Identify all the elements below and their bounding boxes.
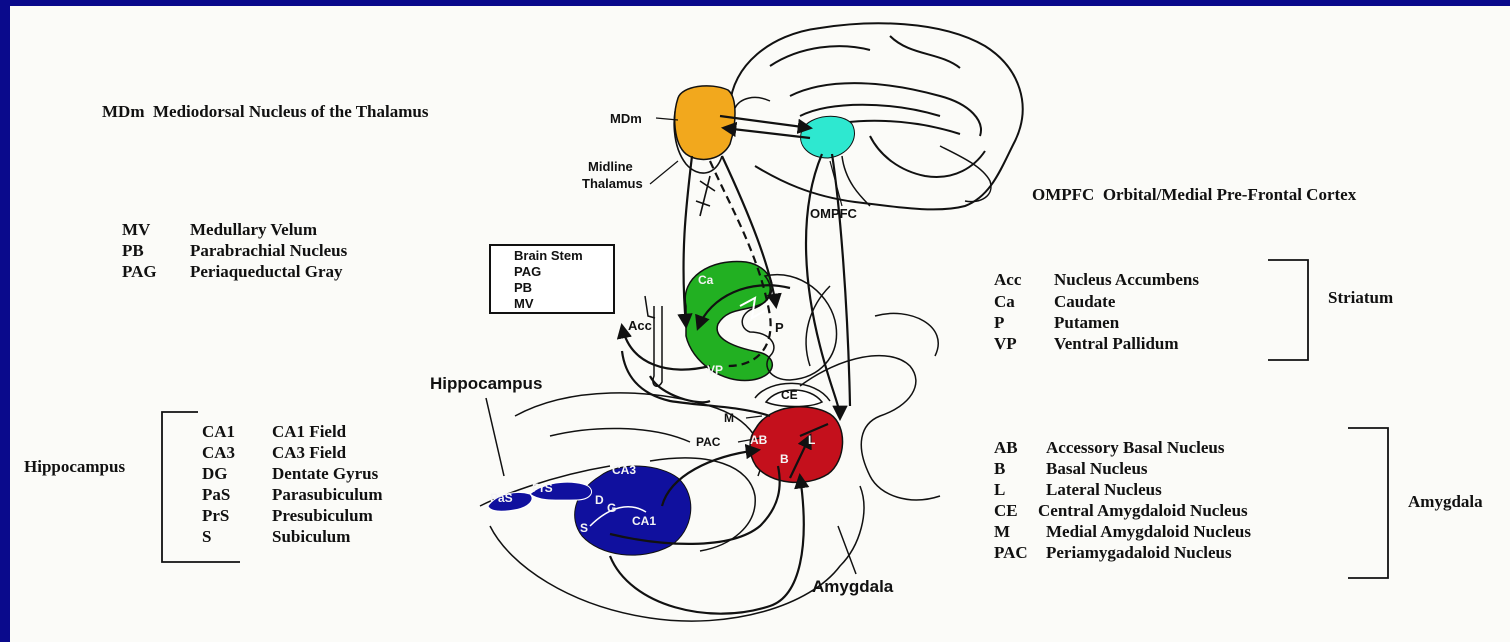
label-brainstem-1: Brain Stem [514,248,583,263]
label-hippocampus: Hippocampus [430,374,542,393]
label-b: B [780,452,789,466]
legend-full: Ventral Pallidum [1054,334,1179,354]
label-ab: AB [750,433,768,447]
legend-full: CA3 Field [272,443,346,463]
label-p: P [775,320,784,335]
legend-full: Lateral Nucleus [1046,480,1162,500]
mdm-legend-full: Mediodorsal Nucleus of the Thalamus [153,102,429,121]
mdm-legend-abbr: MDm [102,102,144,121]
ompfc-legend: OMPFC Orbital/Medial Pre-Frontal Cortex [1032,185,1356,205]
legend-full: CA1 Field [272,422,346,442]
legend-abbr: M [994,522,1010,542]
label-amygdala: Amygdala [812,577,894,596]
legend-abbr: B [994,459,1005,479]
legend-abbr: PAG [122,262,157,282]
legend-abbr: CA1 [202,422,235,442]
label-s: S [580,521,588,535]
legend-full: Basal Nucleus [1046,459,1148,479]
legend-abbr: VP [994,334,1017,354]
mdm-legend: MDm Mediodorsal Nucleus of the Thalamus [102,102,428,122]
legend-full: Putamen [1054,313,1119,333]
legend-abbr: L [994,480,1005,500]
legend-full: Nucleus Accumbens [1054,270,1199,290]
legend-full: Medial Amygdaloid Nucleus [1046,522,1251,542]
legend-abbr: CA3 [202,443,235,463]
legend-abbr: P [994,313,1004,333]
legend-abbr: AB [994,438,1018,458]
legend-abbr: MV [122,220,150,240]
legend-abbr: PaS [202,485,230,505]
legend-full: Periaqueductal Gray [190,262,343,282]
legend-abbr: S [202,527,211,547]
mdm-region [675,86,735,160]
legend-abbr: DG [202,464,228,484]
ompfc-legend-full: Orbital/Medial Pre-Frontal Cortex [1103,185,1356,204]
legend-full: Parabrachial Nucleus [190,241,347,261]
label-brainstem-2: PAG [514,264,541,279]
legend-abbr: Acc [994,270,1021,290]
label-pac: PAC [696,435,721,449]
label-midline-2: Thalamus [582,176,643,191]
label-ompfc: OMPFC [810,206,858,221]
label-ca: Ca [698,273,714,287]
legend-abbr: PrS [202,506,229,526]
amygdala-legend-title: Amygdala [1408,492,1483,512]
legend-full: Dentate Gyrus [272,464,378,484]
label-pas: PaS [490,491,513,505]
label-brainstem-3: PB [514,280,532,295]
label-brainstem-4: MV [514,296,534,311]
label-ca3: CA3 [612,463,636,477]
legend-abbr: PAC [994,543,1028,563]
label-m: M [724,411,734,425]
label-vp: VP [707,363,723,377]
sagittal-brain-outline [730,23,1023,209]
legend-full: Subiculum [272,527,350,547]
legend-full: Central Amygdaloid Nucleus [1038,501,1248,521]
label-prs: PrS [532,481,553,495]
label-dg-d: D [595,493,604,507]
label-dg-g: G [607,501,616,515]
legend-full: Medullary Velum [190,220,317,240]
legend-full: Parasubiculum [272,485,383,505]
legend-full: Caudate [1054,292,1115,312]
slide-canvas: MDm Midline Thalamus OMPFC Acc P CE M PA… [10,6,1510,642]
label-mdm: MDm [610,111,642,126]
label-ca1: CA1 [632,514,656,528]
legend-full: Periamygadaloid Nucleus [1046,543,1232,563]
label-ce: CE [781,388,798,402]
ompfc-legend-abbr: OMPFC [1032,185,1094,204]
legend-abbr: Ca [994,292,1015,312]
striatum-legend-title: Striatum [1328,288,1393,308]
hippocampus-legend-title: Hippocampus [24,457,125,477]
hippocampus-region [575,466,691,555]
legend-abbr: PB [122,241,144,261]
label-acc: Acc [628,318,652,333]
label-l: L [808,433,815,447]
legend-full: Accessory Basal Nucleus [1046,438,1224,458]
label-midline-1: Midline [588,159,633,174]
legend-abbr: CE [994,501,1018,521]
legend-full: Presubiculum [272,506,373,526]
